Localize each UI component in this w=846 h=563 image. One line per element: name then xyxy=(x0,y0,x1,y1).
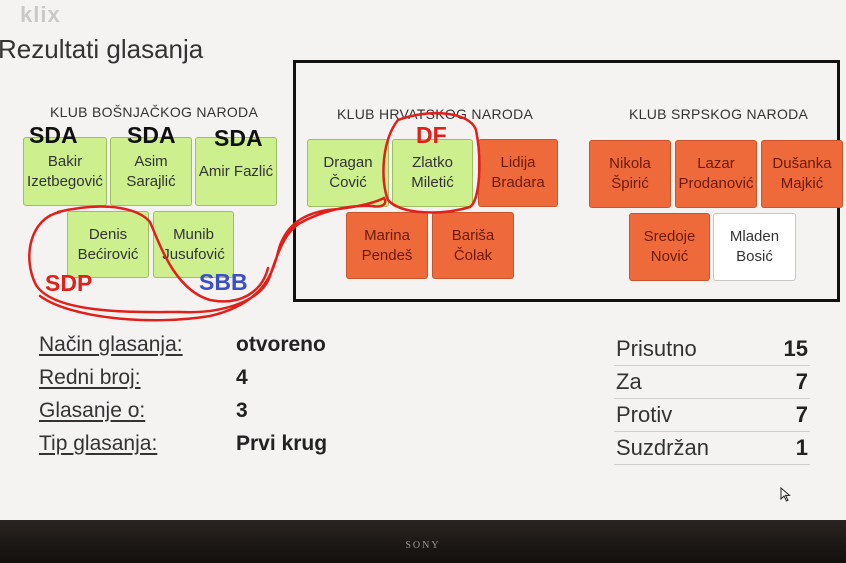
info-value-nacin: otvoreno xyxy=(236,333,326,356)
klix-watermark: klix xyxy=(20,2,61,27)
delegate-tile-prodanovic: Lazar Prodanović xyxy=(675,140,757,208)
delegate-tile-jusufovic: Munib Jusufović xyxy=(153,211,234,278)
result-row-za: Za 7 xyxy=(614,366,810,399)
result-value: 15 xyxy=(783,336,808,361)
munib-circle-stroke xyxy=(56,205,270,303)
sda-label-1: SDA xyxy=(29,122,78,148)
sda-label-3: SDA xyxy=(214,125,263,151)
club-title-bosnjacki: KLUB BOŠNJAČKOG NARODA xyxy=(50,104,259,120)
result-value: 1 xyxy=(795,435,808,460)
delegate-tile-fazlic: Amir Fazlić xyxy=(195,137,277,206)
delegate-tile-miletic: Zlatko Miletić xyxy=(392,139,473,207)
mouse-cursor-icon xyxy=(780,487,791,502)
sdp-label: SDP xyxy=(45,270,93,296)
result-row-suzdrzan: Suzdržan 1 xyxy=(614,432,810,465)
result-label: Protiv xyxy=(616,402,673,427)
delegate-tile-majkic: Dušanka Majkić xyxy=(761,140,843,208)
delegate-tile-novic: Sredoje Nović xyxy=(629,213,710,281)
info-value-redni: 4 xyxy=(236,366,248,389)
result-value: 7 xyxy=(795,369,808,394)
info-value-tip: Prvi krug xyxy=(236,432,328,455)
delegate-tile-bosic: Mladen Bosić xyxy=(713,213,796,281)
result-label: Suzdržan xyxy=(616,435,709,460)
result-row-prisutno: Prisutno 15 xyxy=(614,333,810,366)
page-title: Rezultati glasanja xyxy=(0,34,204,64)
delegate-tile-becirovic: Denis Bećirović xyxy=(67,211,149,278)
info-value-glasanje: 3 xyxy=(236,399,248,422)
info-label-glasanje: Glasanje o: xyxy=(39,399,146,422)
tv-brand-logo: SONY xyxy=(405,540,441,551)
df-label: DF xyxy=(416,122,447,148)
club-title-srpski: KLUB SRPSKOG NARODA xyxy=(629,106,809,122)
delegate-tile-sarajlic: Asim Sarajlić xyxy=(110,137,192,206)
delegate-tile-izetbegovic: Bakir Izetbegović xyxy=(23,137,107,206)
delegate-tile-colak: Bariša Čolak xyxy=(432,212,514,279)
df-circle-stroke xyxy=(382,111,481,214)
handdrawn-annotations xyxy=(28,111,481,322)
delegate-tile-covic: Dragan Čović xyxy=(307,139,389,207)
info-label-nacin: Način glasanja: xyxy=(39,333,183,356)
sbb-label: SBB xyxy=(199,269,248,295)
result-label: Prisutno xyxy=(616,336,697,361)
voting-results-screen: klix Rezultati glasanja KLUB BOŠNJAČKOG … xyxy=(0,0,846,520)
info-label-redni: Redni broj: xyxy=(39,366,141,389)
tv-bezel xyxy=(0,520,846,563)
result-label: Za xyxy=(616,369,642,394)
result-row-protiv: Protiv 7 xyxy=(614,399,810,432)
sdp-sbb-circle-stroke xyxy=(28,196,387,322)
delegate-tile-spiric: Nikola Špirić xyxy=(589,140,671,208)
result-value: 7 xyxy=(795,402,808,427)
delegate-tile-pendes: Marina Pendeš xyxy=(346,212,428,279)
sda-label-2: SDA xyxy=(127,122,176,148)
info-label-tip: Tip glasanja: xyxy=(39,432,158,455)
